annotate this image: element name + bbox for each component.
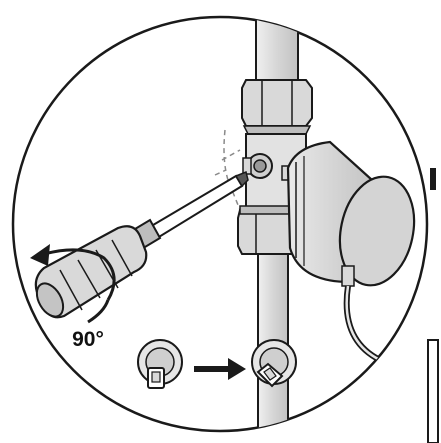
knob-after-icon <box>251 339 297 388</box>
edge-fragment <box>427 168 439 443</box>
screwdriver-icon <box>34 170 249 319</box>
knob-before-icon <box>137 339 183 389</box>
detail-circle-frame <box>11 15 429 433</box>
rotation-angle-label: 90° <box>72 328 104 351</box>
rotation-arrow-icon <box>30 244 116 324</box>
right-arrow-icon <box>194 358 246 380</box>
actuator-icon <box>286 140 421 375</box>
top-nut <box>241 79 313 135</box>
